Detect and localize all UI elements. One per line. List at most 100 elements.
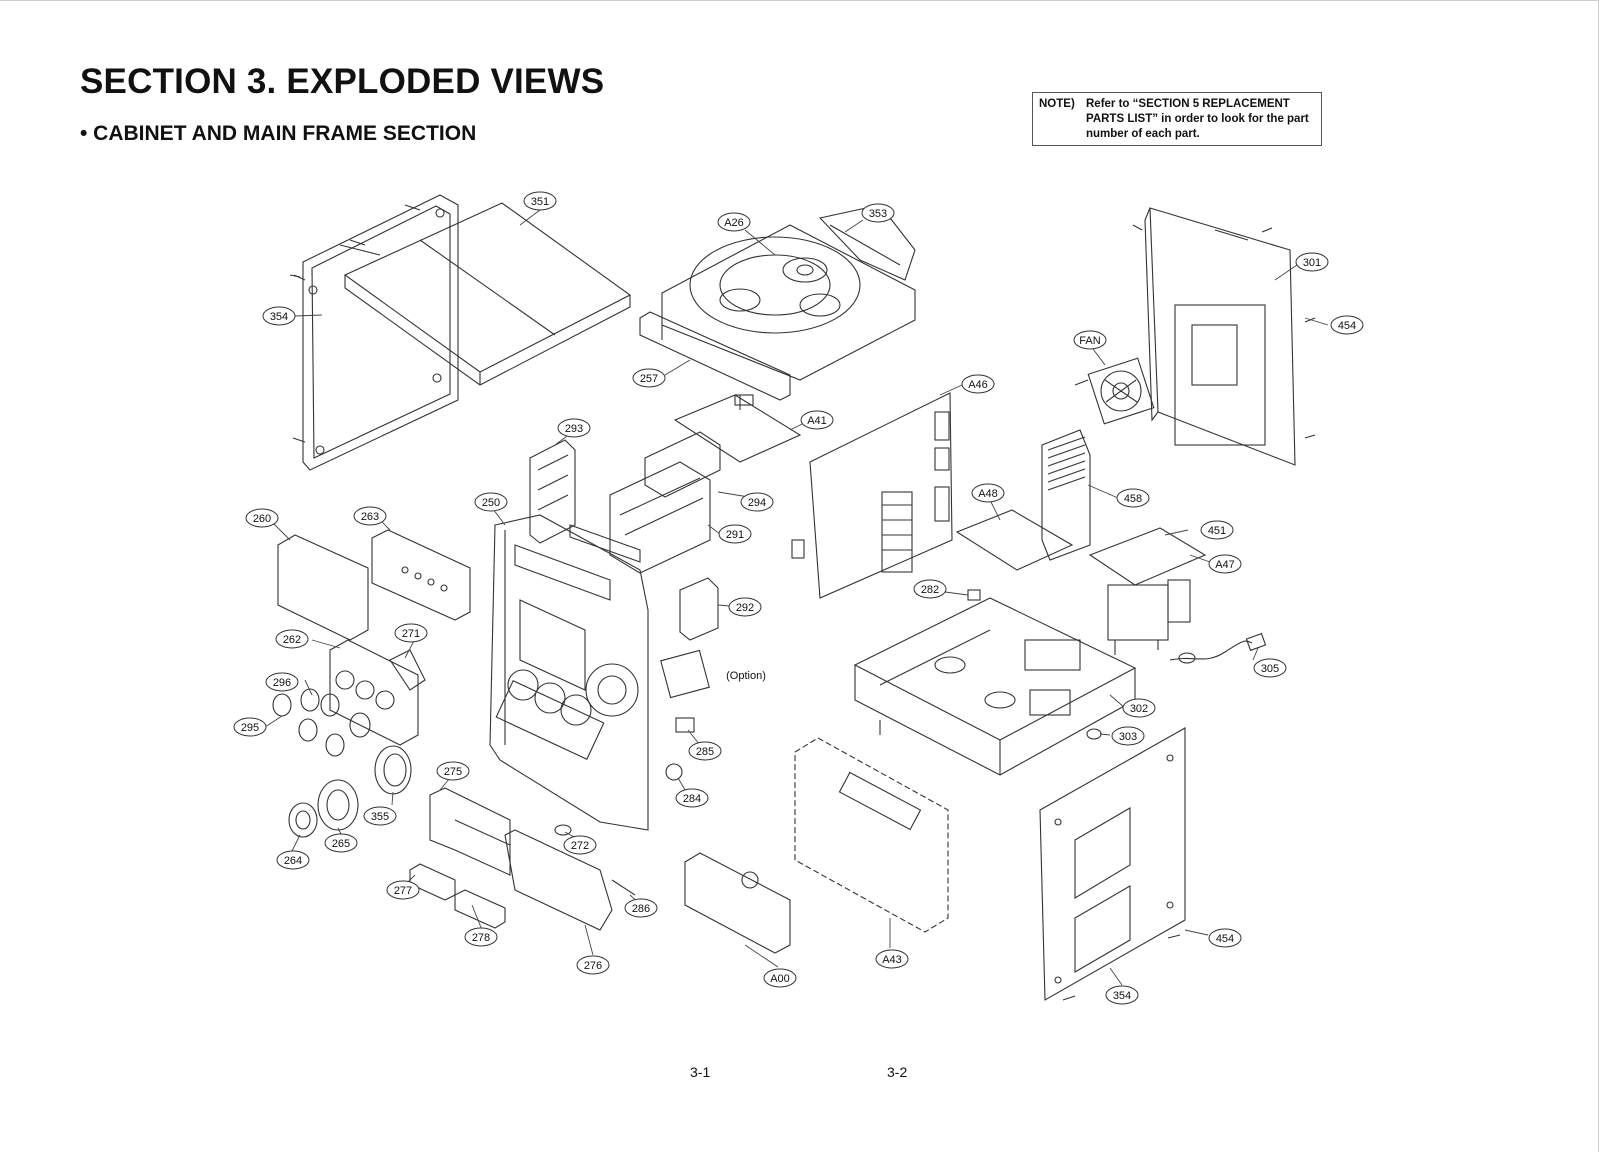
power-cord: [1169, 632, 1267, 664]
callout-bubbles: 351 354 A26 353 257 A41 301 454 FAN A46 …: [233, 191, 1364, 1005]
svg-text:301: 301: [1303, 257, 1321, 269]
panel-263: [371, 529, 471, 621]
svg-text:250: 250: [482, 497, 500, 509]
svg-text:296: 296: [273, 677, 291, 689]
svg-text:285: 285: [696, 746, 714, 758]
svg-text:275: 275: [444, 766, 462, 778]
part-284: [665, 763, 683, 781]
callout-284: 284: [675, 788, 709, 808]
svg-text:FAN: FAN: [1079, 335, 1100, 347]
side-panel-right: [1039, 727, 1186, 1001]
svg-text:263: 263: [361, 511, 379, 523]
part-285: [675, 717, 695, 733]
callout-262: 262: [275, 629, 309, 649]
svg-text:302: 302: [1130, 703, 1148, 715]
rear-panel: [1144, 207, 1296, 466]
svg-text:286: 286: [632, 903, 650, 915]
callout-250: 250: [474, 492, 508, 512]
leader-lines: [264, 209, 1329, 986]
svg-text:264: 264: [284, 855, 302, 867]
button-frames: [529, 431, 721, 641]
svg-text:351: 351: [531, 196, 549, 208]
side-panel-left: [289, 194, 459, 471]
callout-454: 454: [1330, 315, 1364, 335]
callout-291: 291: [718, 524, 752, 544]
callout-282: 282: [913, 579, 947, 599]
callout-353: 353: [861, 203, 895, 223]
svg-text:295: 295: [241, 722, 259, 734]
svg-text:284: 284: [683, 793, 701, 805]
callout-458: 458: [1116, 488, 1150, 508]
callout-277: 277: [386, 880, 420, 900]
cd-mechanism: [661, 204, 916, 381]
svg-text:282: 282: [921, 584, 939, 596]
svg-text:454: 454: [1216, 933, 1234, 945]
bar-278: [454, 889, 506, 929]
option-label: (Option): [726, 670, 766, 682]
callout-292: 292: [728, 597, 762, 617]
callout-303: 303: [1111, 726, 1145, 746]
tray-front: [639, 311, 791, 406]
svg-text:A43: A43: [882, 954, 902, 966]
spring-286: [611, 879, 636, 896]
callout-260: 260: [245, 508, 279, 528]
section-title: SECTION 3. EXPLODED VIEWS: [80, 62, 605, 101]
callout-a26: A26: [717, 212, 751, 232]
svg-text:262: 262: [283, 634, 301, 646]
svg-text:293: 293: [565, 423, 583, 435]
pcb-a46: [791, 392, 953, 599]
callout-302: 302: [1122, 698, 1156, 718]
svg-text:294: 294: [748, 497, 766, 509]
screws: [292, 204, 1316, 1001]
callout-275: 275: [436, 761, 470, 781]
svg-text:257: 257: [640, 373, 658, 385]
transformer-board: [1088, 527, 1207, 655]
callout-294: 294: [740, 492, 774, 512]
note-text: Refer to “SECTION 5 REPLACEMENT PARTS LI…: [1086, 98, 1309, 140]
svg-text:A48: A48: [978, 488, 998, 500]
callout-a47: A47: [1208, 554, 1242, 574]
callout-a48: A48: [971, 483, 1005, 503]
callout-a41: A41: [800, 410, 834, 430]
cassette-door: [429, 787, 613, 931]
callout-a43: A43: [875, 949, 909, 969]
pcb-a48: [955, 509, 1074, 571]
section-subtitle: • CABINET AND MAIN FRAME SECTION: [80, 122, 477, 145]
svg-text:272: 272: [571, 840, 589, 852]
svg-text:454: 454: [1338, 320, 1356, 332]
svg-text:451: 451: [1208, 525, 1226, 537]
foot: [1086, 728, 1102, 740]
svg-text:292: 292: [736, 602, 754, 614]
top-cover: [343, 202, 632, 386]
svg-text:354: 354: [270, 311, 288, 323]
chassis: [853, 597, 1137, 776]
svg-text:303: 303: [1119, 731, 1137, 743]
callout-278: 278: [464, 927, 498, 947]
heat-sink: [1041, 429, 1091, 561]
callout-301: 301: [1295, 252, 1329, 272]
callout-a46: A46: [961, 374, 995, 394]
callout-305: 305: [1253, 658, 1287, 678]
callout-272: 272: [563, 835, 597, 855]
svg-text:265: 265: [332, 838, 350, 850]
callout-257: 257: [632, 368, 666, 388]
svg-text:355: 355: [371, 811, 389, 823]
clip-282: [967, 589, 981, 601]
callout-286: 286: [624, 898, 658, 918]
note-box: NOTE) Refer to “SECTION 5 REPLACEMENT PA…: [1032, 92, 1322, 146]
svg-text:291: 291: [726, 529, 744, 541]
svg-text:458: 458: [1124, 493, 1142, 505]
svg-text:A26: A26: [724, 217, 744, 229]
callout-451: 451: [1200, 520, 1234, 540]
svg-text:A41: A41: [807, 415, 827, 427]
callout-351: 351: [523, 191, 557, 211]
callout-296: 296: [265, 672, 299, 692]
knob-panel: [329, 639, 419, 746]
svg-text:A46: A46: [968, 379, 988, 391]
pcb-a43: [794, 737, 949, 933]
svg-text:354: 354: [1113, 990, 1131, 1002]
callout-454: 454: [1208, 928, 1242, 948]
callout-285: 285: [688, 741, 722, 761]
front-panel: [489, 514, 649, 831]
